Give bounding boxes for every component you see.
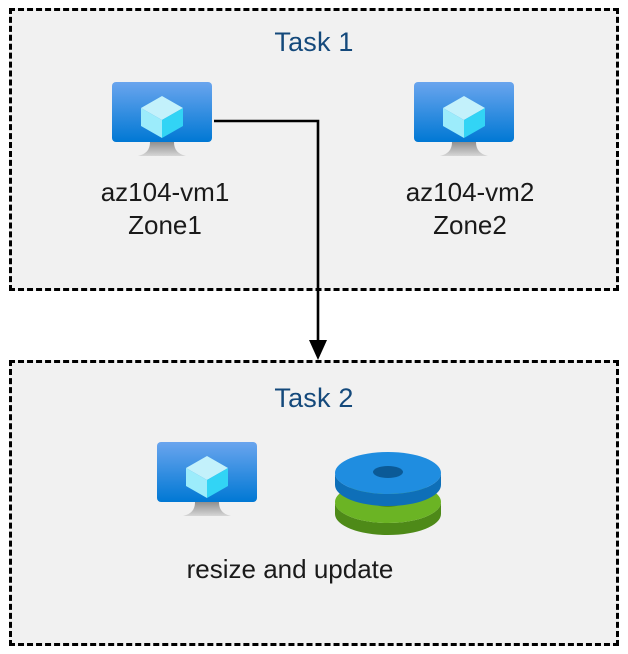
task-1-title: Task 1: [274, 27, 354, 57]
resize-and-update-label: resize and update: [186, 554, 394, 584]
virtual-machine-icon[interactable]: [155, 440, 259, 528]
virtual-machine-icon[interactable]: [110, 80, 214, 168]
virtual-machine-icon[interactable]: [412, 80, 516, 168]
disk-icon[interactable]: [333, 443, 443, 535]
task-2-container: [9, 360, 619, 646]
task-2-title: Task 2: [274, 383, 354, 413]
down-arrow-icon: [309, 340, 327, 360]
vm2-label: az104-vm2 Zone2: [405, 177, 535, 240]
vm1-label: az104-vm1 Zone1: [100, 177, 230, 240]
